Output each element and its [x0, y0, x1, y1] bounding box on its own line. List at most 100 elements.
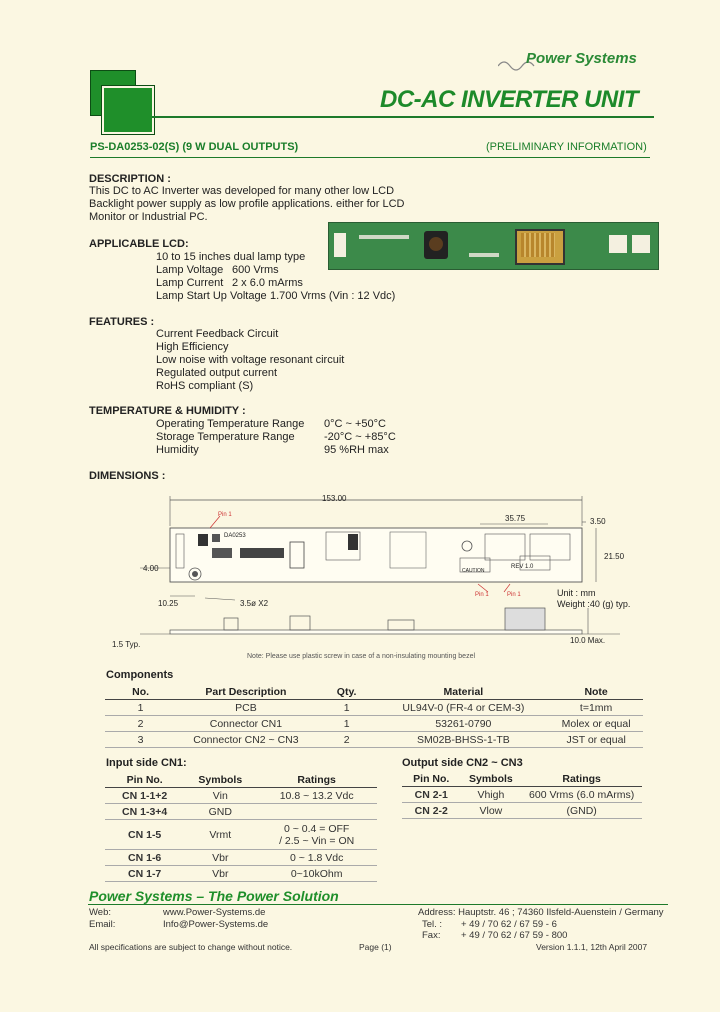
table-cell: 3	[105, 731, 177, 748]
table-cell: 2	[315, 731, 378, 748]
temp-label: Humidity	[156, 444, 199, 456]
rev-label: REV 1.0	[511, 564, 534, 570]
table-cell: PCB	[176, 699, 316, 716]
table-cell: 2	[105, 715, 177, 732]
table-cell: CN 1-3+4	[105, 803, 185, 820]
tel-label: Tel. :	[422, 919, 443, 930]
table-cell: CN 2-2	[402, 802, 461, 819]
table-cell: 53261-0790	[377, 715, 550, 732]
lcd-item-label: Lamp Start Up Voltage	[156, 290, 267, 302]
lcd-item-label: Lamp Voltage	[156, 264, 224, 276]
table-cell: Vrmt	[184, 819, 257, 850]
table-cell: Vbr	[184, 865, 257, 882]
table-cell: 1	[105, 699, 177, 716]
dim-hole: 3.5ø X2	[240, 599, 269, 608]
table-cell: t=1mm	[549, 699, 643, 716]
col-header: Ratings	[256, 772, 377, 788]
feature-item: RoHS compliant (S)	[156, 380, 254, 392]
components-heading: Components	[106, 669, 174, 681]
col-header: Symbols	[184, 772, 257, 788]
dim-thickness: 1.5 Typ.	[112, 640, 141, 649]
temp-value: 95 %RH max	[324, 444, 389, 456]
email-link[interactable]: Info@Power-Systems.de	[163, 919, 269, 930]
weight-label: Weight :40 (g) typ.	[557, 599, 631, 609]
features-heading: FEATURES :	[89, 316, 155, 328]
disclaimer: All specifications are subject to change…	[89, 942, 293, 952]
mounting-note: Note: Please use plastic screw in case o…	[247, 653, 476, 660]
dim-d1: 35.75	[505, 514, 526, 523]
page-title: DC-AC INVERTER UNIT	[380, 86, 639, 113]
fax-label: Fax:	[422, 930, 441, 941]
pcb-photo	[328, 222, 659, 270]
subtitle-rule	[90, 157, 650, 158]
dim-d2: 3.50	[590, 517, 606, 526]
footer-slogan: Power Systems – The Power Solution	[89, 888, 339, 904]
pin1-marker-cn3: Pin 1	[507, 592, 521, 598]
feature-item: High Efficiency	[156, 341, 229, 353]
pcb-model-label: DA0253	[224, 533, 246, 539]
wave-logo-icon	[498, 61, 535, 71]
feature-item: Regulated output current	[156, 367, 278, 379]
table-row: CN 1-6 Vbr 0 ~ 1.8 Vdc	[105, 849, 377, 866]
table-cell: (GND)	[521, 802, 642, 819]
table-cell: CN 1-6	[105, 849, 185, 866]
lcd-heading: APPLICABLE LCD:	[89, 238, 189, 250]
page-number: Page (1)	[359, 942, 392, 952]
table-row: 1 PCB 1 UL94V-0 (FR-4 or CEM-3) t=1mm	[105, 699, 643, 716]
table-row: CN 1-7 Vbr 0~10kOhm	[105, 865, 377, 882]
table-cell	[256, 803, 377, 820]
feature-item: Low noise with voltage resonant circuit	[156, 354, 345, 366]
footer-rule	[88, 904, 668, 905]
dim-hole-offset: 10.25	[158, 599, 179, 608]
description-line: Monitor or Industrial PC.	[89, 211, 208, 223]
table-cell: Vlow	[460, 802, 522, 819]
table-cell: 600 Vrms (6.0 mArms)	[521, 786, 642, 803]
table-cell: Vhigh	[460, 786, 522, 803]
output-table: Pin No. Symbols Ratings CN 2-1 Vhigh 600…	[402, 771, 642, 819]
components-table: No. Part Description Qty. Material Note …	[105, 684, 643, 748]
col-header: Pin No.	[402, 771, 461, 787]
dim-width: 21.50	[604, 552, 625, 561]
col-header: No.	[105, 684, 177, 700]
table-row: 3 Connector CN2 ~ CN3 2 SM02B-BHSS-1-TB …	[105, 731, 643, 748]
description-heading: DESCRIPTION :	[89, 173, 171, 185]
dim-length: 153.00	[322, 494, 347, 503]
table-cell: CN 1-5	[105, 819, 185, 850]
table-cell: Connector CN1	[176, 715, 316, 732]
lcd-item-label: Lamp Current	[156, 277, 224, 289]
logo-square-front	[101, 85, 155, 135]
col-header: Part Description	[176, 684, 316, 700]
temp-value: 0°C ~ +50°C	[324, 418, 386, 430]
table-cell: JST or equal	[549, 731, 643, 748]
table-row: CN 1-5 Vrmt 0 ~ 0.4 = OFF / 2.5 ~ Vin = …	[105, 819, 377, 850]
temp-label: Operating Temperature Range	[156, 418, 305, 430]
table-cell: Molex or equal	[549, 715, 643, 732]
table-row: 2 Connector CN1 1 53261-0790 Molex or eq…	[105, 715, 643, 732]
table-cell: CN 2-1	[402, 786, 461, 803]
preliminary-note: (PRELIMINARY INFORMATION)	[486, 141, 647, 153]
table-row: CN 2-2 Vlow (GND)	[402, 802, 642, 819]
table-cell: CN 1-1+2	[105, 787, 185, 804]
lcd-item-value: 600 Vrms	[232, 264, 279, 276]
description-line: This DC to AC Inverter was developed for…	[89, 185, 395, 197]
input-heading: Input side CN1:	[106, 757, 187, 769]
table-cell: 1	[315, 715, 378, 732]
lcd-item: 10 to 15 inches dual lamp type	[156, 251, 306, 263]
table-cell: 0 ~ 0.4 = OFF / 2.5 ~ Vin = ON	[256, 819, 377, 850]
pin1-marker-cn2: Pin 1	[475, 592, 489, 598]
col-header: Material	[377, 684, 550, 700]
table-row: CN 1-3+4 GND	[105, 803, 377, 820]
table-cell: Vin	[184, 787, 257, 804]
model-number: PS-DA0253-02(S) (9 W DUAL OUTPUTS)	[90, 141, 299, 153]
output-heading: Output side CN2 ~ CN3	[402, 757, 523, 769]
unit-label: Unit : mm	[557, 588, 596, 598]
temp-value: -20°C ~ +85°C	[324, 431, 396, 443]
table-cell: Connector CN2 ~ CN3	[176, 731, 316, 748]
table-cell: 1	[315, 699, 378, 716]
lcd-item-value: 2 x 6.0 mArms	[232, 277, 303, 289]
web-link[interactable]: www.Power-Systems.de	[163, 907, 266, 918]
col-header: Ratings	[521, 771, 642, 787]
table-cell: 0 ~ 1.8 Vdc	[256, 849, 377, 866]
fax-value: + 49 / 70 62 / 67 59 - 800	[461, 930, 568, 941]
table-cell: CN 1-7	[105, 865, 185, 882]
